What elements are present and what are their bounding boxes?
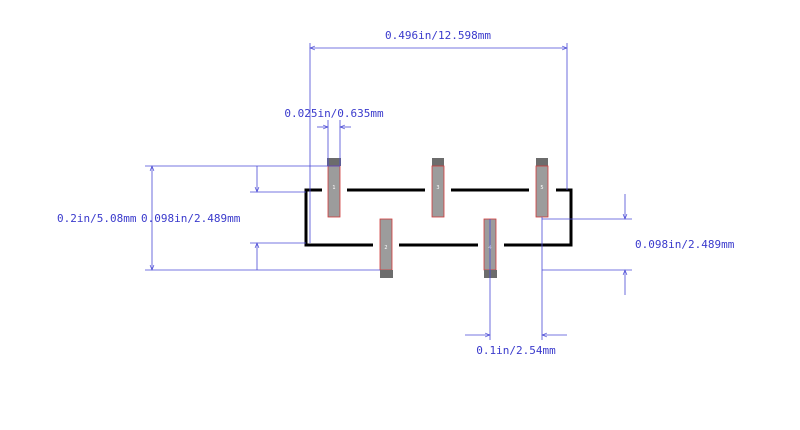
dimension-row-offset-left <box>250 166 306 270</box>
pin-4: 4 <box>483 218 497 278</box>
label-overall-height: 0.2in/5.08mm <box>57 212 137 225</box>
dimension-pin-width <box>317 120 351 166</box>
label-row-offset-right: 0.098in/2.489mm <box>635 238 735 251</box>
dimension-overall-height <box>145 166 380 270</box>
label-pin-width: 0.025in/0.635mm <box>284 107 384 120</box>
pin-number: 3 <box>436 185 439 191</box>
dimension-pin-pitch <box>465 217 567 340</box>
pin-pad <box>535 165 549 218</box>
label-overall-width: 0.496in/12.598mm <box>385 29 491 42</box>
pin-number: 5 <box>540 185 543 191</box>
pin-number: 1 <box>332 185 335 191</box>
pin-pad <box>431 165 445 218</box>
pin-pad <box>327 165 341 218</box>
pin-tip <box>327 158 341 166</box>
pin-3: 3 <box>431 158 445 218</box>
component-outline <box>304 188 573 247</box>
label-pin-pitch: 0.1in/2.54mm <box>476 344 556 357</box>
pin-tip <box>484 270 497 278</box>
dimension-overall-width <box>310 43 567 243</box>
dimension-row-offset-right <box>542 194 632 295</box>
pin-tip <box>536 158 548 166</box>
pin-number: 2 <box>384 245 387 251</box>
pin-1: 1 <box>327 158 341 218</box>
pin-tip <box>380 270 393 278</box>
label-row-offset-left: 0.098in/2.489mm <box>141 212 241 225</box>
pin-tip <box>432 158 444 166</box>
pin-2: 2 <box>379 218 393 278</box>
pin-5: 5 <box>535 158 549 218</box>
